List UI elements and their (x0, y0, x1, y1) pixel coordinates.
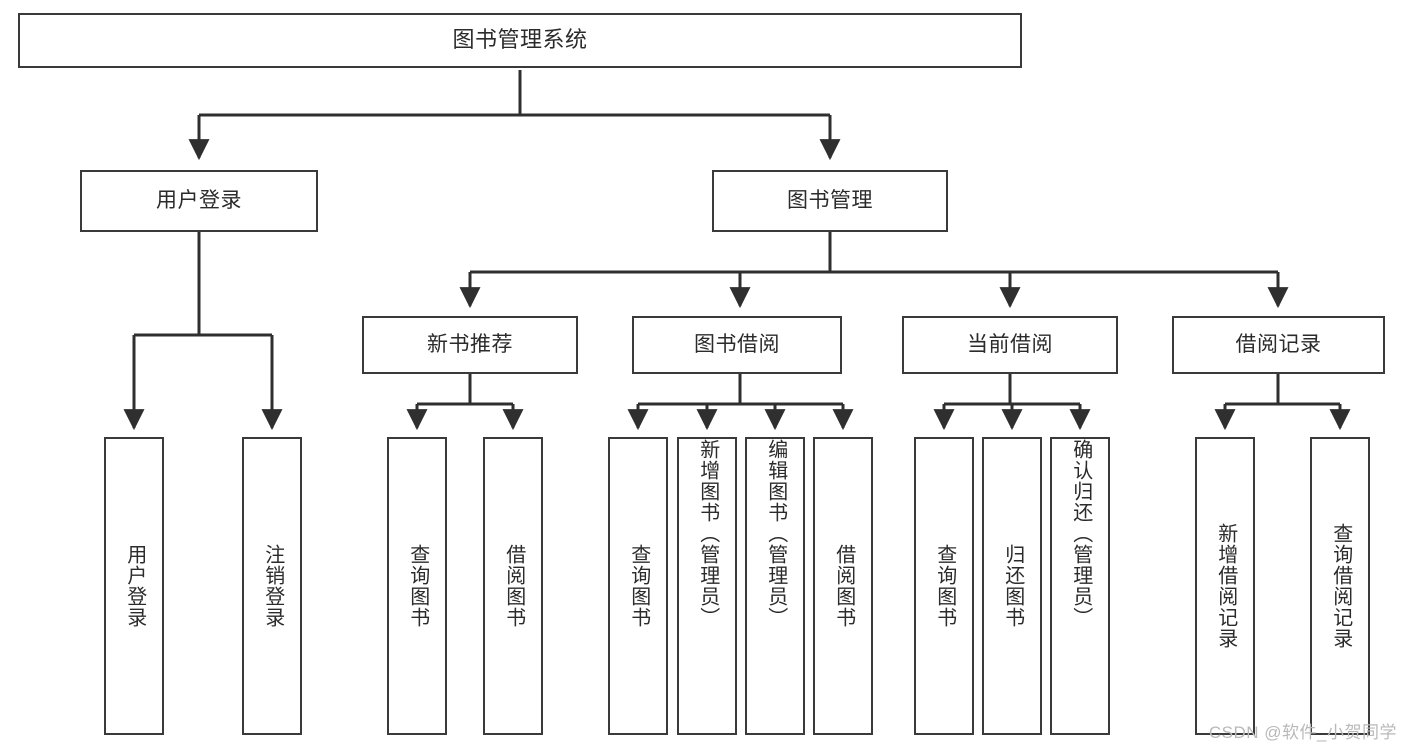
node-book-management-label: 图书管理 (787, 189, 873, 213)
leaf-borrow-book-new[interactable]: 借阅图书 (483, 437, 543, 735)
node-book-borrow[interactable]: 图书借阅 (632, 316, 842, 374)
leaf-confirm-return-admin[interactable]: 确认归还（管理员） (1050, 437, 1110, 735)
leaf-query-book-current[interactable]: 查询图书 (914, 437, 974, 735)
leaf-query-borrow-record[interactable]: 查询借阅记录 (1310, 437, 1370, 735)
node-borrow-record-label: 借阅记录 (1235, 333, 1322, 357)
leaf-query-book-new-label: 查询图书 (406, 544, 429, 628)
node-borrow-record[interactable]: 借阅记录 (1172, 316, 1385, 374)
leaf-query-book-borrow[interactable]: 查询图书 (608, 437, 668, 735)
node-root[interactable]: 图书管理系统 (18, 13, 1022, 68)
leaf-query-book-borrow-label: 查询图书 (627, 544, 650, 628)
leaf-return-book[interactable]: 归还图书 (982, 437, 1042, 735)
leaf-borrow-book-label: 借阅图书 (832, 544, 855, 628)
leaf-add-book-admin-label: 新增图书（管理员） (696, 439, 719, 628)
leaf-add-borrow-record[interactable]: 新增借阅记录 (1195, 437, 1255, 735)
leaf-borrow-book-new-label: 借阅图书 (502, 544, 525, 628)
node-root-label: 图书管理系统 (452, 27, 588, 53)
leaf-query-book-new[interactable]: 查询图书 (387, 437, 447, 735)
leaf-query-borrow-record-label: 查询借阅记录 (1329, 523, 1352, 649)
leaf-confirm-return-admin-label: 确认归还（管理员） (1069, 439, 1092, 628)
node-current-borrow-label: 当前借阅 (967, 333, 1053, 357)
node-user-login[interactable]: 用户登录 (80, 170, 318, 232)
leaf-return-book-label: 归还图书 (1001, 544, 1024, 628)
leaf-user-login-label: 用户登录 (123, 544, 146, 628)
leaf-add-borrow-record-label: 新增借阅记录 (1214, 523, 1237, 649)
node-new-book-recommend-label: 新书推荐 (427, 333, 513, 357)
leaf-logout-label: 注销登录 (261, 544, 284, 628)
leaf-query-book-current-label: 查询图书 (933, 544, 956, 628)
leaf-borrow-book[interactable]: 借阅图书 (813, 437, 873, 735)
node-current-borrow[interactable]: 当前借阅 (902, 316, 1118, 374)
leaf-edit-book-admin-label: 编辑图书（管理员） (764, 439, 787, 628)
node-book-management[interactable]: 图书管理 (712, 170, 948, 232)
leaf-edit-book-admin[interactable]: 编辑图书（管理员） (745, 437, 805, 735)
node-book-borrow-label: 图书借阅 (694, 333, 780, 357)
leaf-add-book-admin[interactable]: 新增图书（管理员） (677, 437, 737, 735)
node-new-book-recommend[interactable]: 新书推荐 (362, 316, 578, 374)
leaf-logout[interactable]: 注销登录 (242, 437, 302, 735)
leaf-user-login[interactable]: 用户登录 (104, 437, 164, 735)
node-user-login-label: 用户登录 (156, 189, 242, 213)
